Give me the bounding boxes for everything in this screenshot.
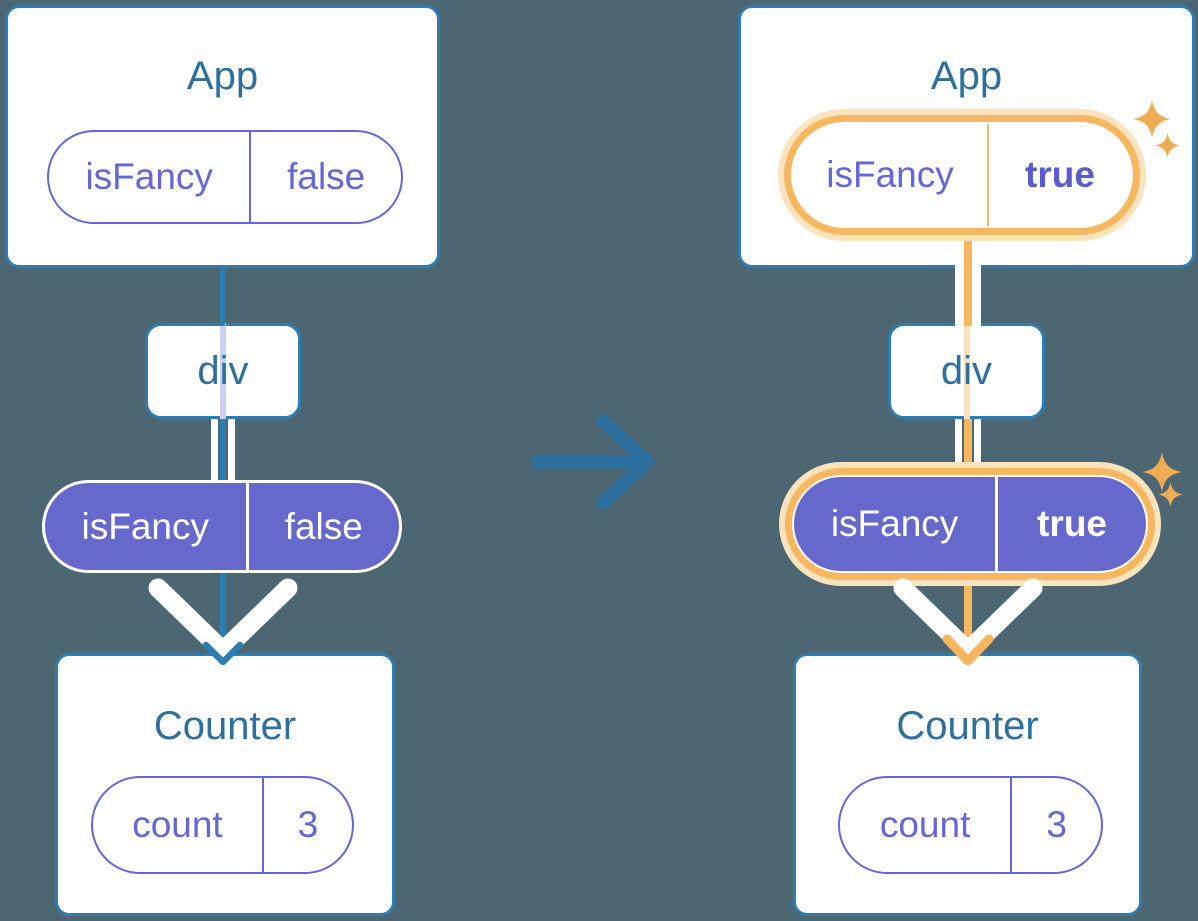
after-div-box: div	[888, 323, 1045, 419]
props-flow-chevron-icon	[148, 578, 298, 661]
state-name: count	[93, 778, 264, 872]
before-counter-title: Counter	[153, 704, 297, 748]
after-state-line-upper	[964, 240, 972, 326]
state-name: count	[840, 778, 1013, 872]
props-flow-line-left	[955, 419, 962, 481]
before-state-arrowhead-icon	[202, 641, 244, 666]
props-flow-line-right	[974, 419, 981, 481]
before-app-title: App	[186, 54, 259, 98]
sparkle-icon	[1142, 452, 1182, 492]
after-counter-title: Counter	[896, 704, 1039, 748]
before-counter-state-pill: count 3	[91, 776, 354, 874]
state-value: 3	[297, 804, 319, 845]
prop-value: false	[284, 505, 363, 547]
sparkle-icon	[1133, 100, 1171, 138]
before-edge-app-div	[220, 266, 225, 326]
prop-name: isFancy	[49, 132, 252, 222]
after-app-title: App	[930, 54, 1003, 98]
before-div-box: div	[145, 323, 301, 419]
prop-name: isFancy	[45, 483, 249, 570]
right-arrow-icon	[531, 414, 654, 510]
before-passed-prop-pill: isFancy false	[42, 480, 402, 573]
sparkle-icon	[1158, 482, 1183, 507]
after-prop-passthrough-line	[963, 323, 970, 419]
prop-name: isFancy	[794, 477, 999, 571]
prop-value: true	[1037, 503, 1108, 544]
prop-name: isFancy	[793, 124, 990, 226]
after-counter-card: Counter count 3	[793, 653, 1142, 916]
props-flow-line-right	[228, 419, 235, 483]
before-div-label: div	[197, 348, 249, 393]
prop-value: true	[1025, 154, 1095, 195]
before-app-card: App isFancy false	[5, 5, 440, 268]
sparkle-icon	[1155, 133, 1180, 158]
after-counter-state-pill: count 3	[838, 776, 1103, 874]
after-state-arrowhead-icon	[942, 634, 994, 666]
prop-value: false	[287, 156, 366, 197]
state-value: 3	[1046, 804, 1067, 845]
after-passed-prop-pill: isFancy true	[785, 468, 1155, 580]
before-app-prop-pill: isFancy false	[47, 130, 403, 224]
after-app-prop-pill: isFancy true	[784, 115, 1140, 235]
before-counter-card: Counter count 3	[55, 653, 395, 916]
props-flow-line-left	[211, 419, 218, 483]
after-div-label: div	[940, 348, 993, 393]
before-prop-passthrough-line	[220, 323, 226, 419]
props-flow-chevron-icon	[893, 578, 1043, 661]
